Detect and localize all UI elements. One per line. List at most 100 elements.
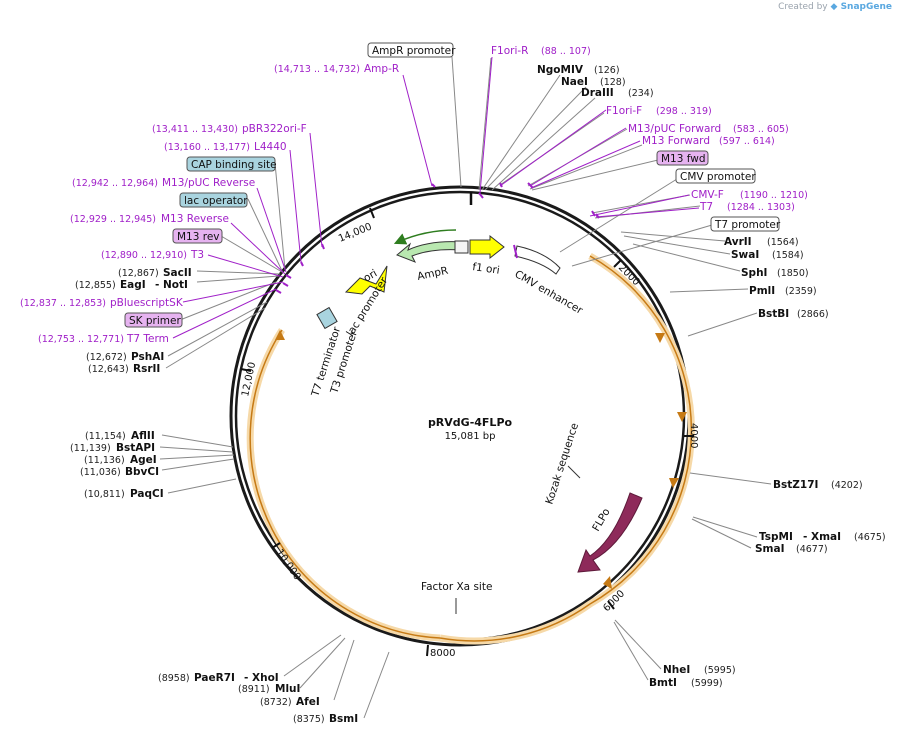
enzyme-tspmi: TspMI	[759, 531, 793, 543]
primer-cmv-f-pos: (1190 .. 1210)	[740, 190, 808, 201]
orange-arrowhead-4	[603, 576, 612, 589]
kozak-label: Kozak sequence	[543, 422, 581, 506]
enzyme-mlui: MluI	[275, 683, 300, 695]
primer-t7-term: T7 Term	[126, 333, 169, 345]
enzyme-afei-pos: (8732)	[260, 697, 292, 708]
orange-arrowhead-1	[655, 333, 665, 343]
enzyme-pshai-pos: (12,672)	[86, 352, 127, 363]
m13-rev-box	[172, 228, 223, 244]
enzyme-naei-pos: (128)	[600, 77, 626, 88]
primer-t7-pos: (1284 .. 1303)	[727, 202, 795, 213]
tick-8000-mark	[426, 644, 429, 657]
lac-operator-box	[179, 192, 248, 208]
ampr-promoter-block	[454, 240, 469, 254]
enzyme-paqci-pos: (10,811)	[84, 489, 125, 500]
enzyme-pshai: PshAI	[131, 351, 164, 363]
cap-binding-label: CAP binding site	[191, 159, 277, 171]
primer-amp-r-pos: (14,713 .. 14,732)	[274, 64, 360, 75]
enzyme-aflii: AflII	[131, 430, 155, 442]
factor-xa-label: Factor Xa site	[421, 581, 492, 593]
orange-arc-right-line	[589, 255, 693, 605]
enzyme-pmli-pos: (2359)	[785, 286, 817, 297]
cmv-promoter-label: CMV promoter	[680, 171, 756, 183]
primer-amp-r: Amp-R	[364, 63, 399, 75]
ampr-promoter-label: AmpR promoter	[372, 45, 456, 57]
primer-connector-lines	[172, 56, 700, 339]
enzyme-bstapi: BstAPI	[116, 442, 155, 454]
enzyme-nhei: NheI	[663, 664, 690, 676]
tick-12000-mark	[240, 368, 252, 372]
enzyme-tspmi-pos: (4675)	[854, 532, 886, 543]
plasmid-length: 15,081 bp	[445, 431, 496, 442]
t7-promoter-label: T7 promoter	[714, 219, 781, 231]
orange-arc-bottom-line	[439, 603, 591, 642]
enzyme-eagi-pos: (12,855)	[75, 280, 116, 291]
enzyme-swai: SwaI	[731, 249, 759, 261]
m13-fwd-label: M13 fwd	[661, 153, 706, 165]
enzyme-ngomiv-pos: (126)	[594, 65, 620, 76]
enzyme-bmti-pos: (5999)	[691, 678, 723, 689]
enzyme-bmti: BmtI	[649, 677, 677, 689]
orange-arrowhead-2	[677, 412, 687, 422]
primer-l4440: L4440	[254, 141, 287, 153]
primer-m13-forward: M13 Forward	[642, 135, 710, 147]
primer-ticks	[275, 182, 600, 294]
enzyme-agei-pos: (11,136)	[84, 455, 125, 466]
enzyme-pmli: PmlI	[749, 285, 775, 297]
flpo-arrow	[577, 492, 643, 573]
kozak-line	[567, 465, 581, 479]
snapgene-brand: SnapGene	[840, 2, 892, 12]
ampr-arrow	[396, 241, 463, 263]
enzyme-bstz17i-pos: (4202)	[831, 480, 863, 491]
enzyme-bsmi-pos: (8375)	[293, 714, 325, 725]
cmv-enhancer-arrow	[514, 245, 561, 275]
primer-t3: T3	[190, 249, 204, 261]
enzyme-rsrii-pos: (12,643)	[88, 364, 129, 375]
enzyme-nhei-pos: (5995)	[704, 665, 736, 676]
tick-10000-mark	[271, 542, 281, 549]
m13-fwd-box	[656, 150, 709, 166]
enzyme-paer7i-pos: (8958)	[158, 673, 190, 684]
primer-f1ori-f-pos: (298 .. 319)	[656, 106, 712, 117]
enzyme-ngomiv: NgoMIV	[537, 64, 584, 76]
primer-pbr322ori-f-pos: (13,411 .. 13,430)	[152, 124, 238, 135]
primer-m13-forward-pos: (597 .. 614)	[719, 136, 775, 147]
enzyme-smai-pos: (4677)	[796, 544, 828, 555]
enzyme-draiii-pos: (234)	[628, 88, 654, 99]
f1-ori-label: f1 ori	[472, 261, 501, 277]
ori-label: ori	[362, 267, 380, 284]
primer-f1ori-r: F1ori-R	[491, 45, 528, 57]
enzyme-naei: NaeI	[561, 76, 588, 88]
enzyme-bstapi-pos: (11,139)	[70, 443, 111, 454]
primer-pbluescriptsk-pos: (12,837 .. 12,853)	[20, 298, 106, 309]
primer-t7: T7	[699, 201, 713, 213]
sk-primer-label: SK primer	[129, 315, 181, 327]
enzyme-mlui-pos: (8911)	[238, 684, 270, 695]
enzyme-noti: - NotI	[155, 279, 188, 291]
f1-ori-arrow	[469, 234, 505, 260]
primer-m13puc-forward: M13/pUC Forward	[628, 123, 721, 135]
ori-arrow	[344, 265, 388, 295]
primer-f1ori-r-pos: (88 .. 107)	[541, 46, 591, 57]
orange-arc-left-line	[249, 329, 441, 639]
enzyme-sacii: SacII	[163, 267, 192, 279]
m13-rev-label: M13 rev	[177, 231, 220, 243]
plasmid-name: pRVdG-4FLPo	[428, 416, 513, 429]
cap-binding-box	[186, 156, 276, 172]
snapgene-credit: Created by ◆ SnapGene	[778, 2, 892, 12]
enzyme-draiii: DraIII	[581, 87, 614, 99]
t7-promoter-box	[710, 216, 780, 232]
ampr-promoter-box	[367, 42, 454, 58]
enzyme-sacii-pos: (12,867)	[118, 268, 159, 279]
primer-l4440-pos: (13,160 .. 13,177)	[164, 142, 250, 153]
enzyme-sphi: SphI	[741, 267, 767, 279]
orange-arc-bottom	[439, 601, 593, 645]
primer-pbluescriptsk: pBluescriptSK	[110, 297, 184, 309]
primer-cmv-f: CMV-F	[691, 189, 724, 201]
primer-m13puc-forward-pos: (583 .. 605)	[733, 124, 789, 135]
enzyme-avrii-pos: (1564)	[767, 237, 799, 248]
tick-14000-mark	[369, 207, 375, 219]
enzyme-rsrii: RsrII	[133, 363, 160, 375]
enzyme-xhoi: - XhoI	[244, 672, 279, 684]
enzyme-bstbi: BstBI	[758, 308, 789, 320]
